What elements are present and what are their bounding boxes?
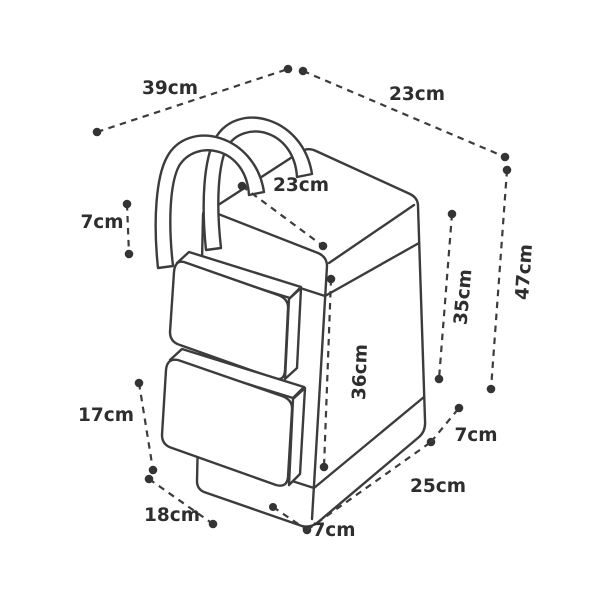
- dim-base-bottom-edge: 25cm: [306, 437, 466, 531]
- dim-front-edge-height: 36cm: [319, 274, 372, 472]
- dim-line: [430, 407, 460, 443]
- dim-line: [137, 382, 155, 471]
- lid-seam-right: [323, 241, 421, 298]
- dim-line: [125, 203, 131, 255]
- dim-endpoint-dot: [454, 403, 464, 413]
- dim-endpoint-dot: [447, 209, 457, 219]
- dim-endpoint-dot: [319, 462, 329, 472]
- dim-side-panel-height: 35cm: [434, 209, 477, 384]
- dim-endpoint-dot: [269, 503, 277, 511]
- dim-top-edge-right: 23cm: [298, 66, 510, 162]
- dim-overall-height: 47cm: [486, 165, 537, 394]
- dim-endpoint-dot: [237, 181, 247, 191]
- dim-endpoint-dot: [148, 465, 158, 475]
- dim-label-23cm-top: 23cm: [389, 84, 445, 105]
- dim-label-18cm: 18cm: [144, 505, 200, 526]
- dim-top-edge-left: 39cm: [92, 64, 293, 137]
- base-seam-right: [312, 395, 426, 490]
- top-face-right-edge: [327, 203, 416, 265]
- dim-pocket-height: 17cm: [78, 378, 158, 475]
- dim-label-23cm-face: 23cm: [273, 175, 329, 196]
- dim-endpoint-dot: [502, 165, 512, 175]
- dim-pocket-width: 18cm: [144, 474, 218, 529]
- dim-endpoint-dot: [486, 384, 496, 394]
- backpack-drawing: [154, 116, 427, 528]
- dim-label-36cm: 36cm: [349, 344, 372, 401]
- dim-endpoint-dot: [134, 378, 144, 388]
- dim-endpoint-dot: [434, 374, 444, 384]
- dim-line: [302, 69, 506, 159]
- dim-endpoint-dot: [298, 66, 308, 76]
- dim-line: [241, 185, 324, 247]
- dim-endpoint-dot: [318, 241, 328, 251]
- dim-top-face-depth: 23cm: [237, 175, 329, 251]
- dim-line: [437, 213, 454, 380]
- dim-base-side-height: 7cm: [430, 403, 498, 446]
- dim-label-47cm: 47cm: [512, 243, 537, 300]
- dim-label-39cm: 39cm: [142, 78, 198, 99]
- dim-line: [306, 441, 432, 531]
- dim-endpoint-dot: [124, 249, 134, 259]
- lower-pocket-front-face: [160, 358, 294, 487]
- dim-endpoint-dot: [283, 64, 293, 74]
- dim-endpoint-dot: [92, 127, 102, 137]
- dim-endpoint-dot: [122, 199, 132, 209]
- shoulder-strap-rear: [202, 116, 314, 252]
- dim-label-7cm-front: 7cm: [312, 520, 355, 541]
- dim-endpoint-dot: [144, 474, 154, 484]
- dim-endpoint-dot: [500, 152, 510, 162]
- dim-label-35cm: 35cm: [451, 268, 477, 326]
- dim-line: [148, 478, 214, 525]
- dim-line: [96, 67, 289, 134]
- dim-line: [322, 278, 333, 468]
- dim-label-25cm: 25cm: [410, 476, 466, 497]
- dim-label-7cm-lid: 7cm: [80, 212, 123, 233]
- dim-line: [489, 169, 509, 390]
- dim-lid-height: 7cm: [80, 199, 134, 259]
- top-face-front-edge: [206, 208, 329, 521]
- dim-endpoint-dot: [326, 274, 336, 284]
- dim-label-17cm: 17cm: [78, 405, 134, 426]
- shoulder-strap-front: [154, 134, 266, 270]
- dim-label-7cm-side: 7cm: [454, 425, 497, 446]
- dim-endpoint-dot: [208, 519, 218, 529]
